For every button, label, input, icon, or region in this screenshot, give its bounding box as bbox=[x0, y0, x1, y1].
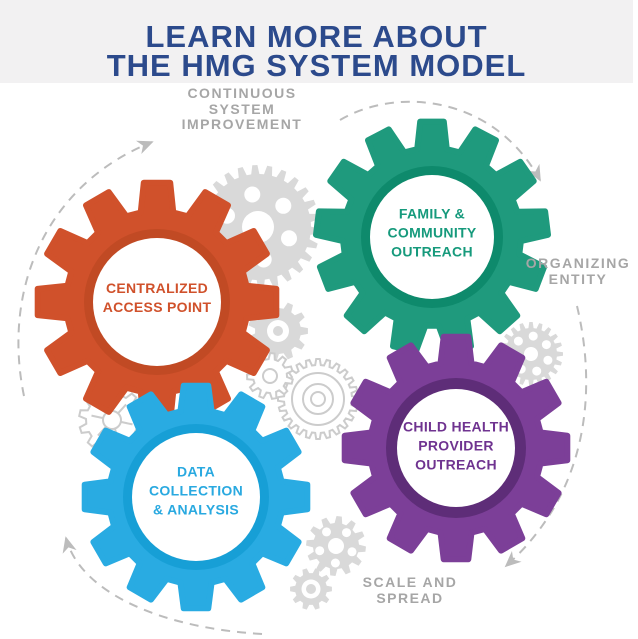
gear-label-line: CENTRALIZED bbox=[105, 280, 209, 296]
label-line: SYSTEM bbox=[208, 100, 276, 117]
gear-label-child-health-provider-outreach: CHILD HEALTH PROVIDER OUTREACH bbox=[376, 418, 536, 475]
title-line-2: THE HMG SYSTEM MODEL bbox=[106, 48, 527, 83]
gear-data-collection-analysis bbox=[81, 382, 311, 612]
gear-icon bbox=[306, 516, 366, 576]
title-banner: LEARN MORE ABOUT THE HMG SYSTEM MODEL bbox=[0, 0, 633, 83]
gear-label-centralized-access-point: CENTRALIZED ACCESS POINT bbox=[77, 279, 237, 317]
gear-label-line: FAMILY & bbox=[398, 205, 466, 222]
label-organizing-entity: ORGANIZING ENTITY bbox=[517, 255, 638, 287]
title-line-1: LEARN MORE ABOUT bbox=[145, 19, 488, 54]
gear-centralized-access-point bbox=[34, 179, 280, 425]
gear-child-health-provider-outreach bbox=[341, 333, 571, 563]
gear-label-line: COMMUNITY bbox=[387, 224, 477, 241]
gear-label-line: PROVIDER bbox=[418, 437, 494, 454]
cycle-arrows bbox=[17, 100, 588, 635]
label-line: ENTITY bbox=[548, 270, 608, 287]
gear-label-line: & ANALYSIS bbox=[153, 501, 239, 518]
cycle-arrow bbox=[62, 536, 263, 635]
gear-label-line: ACCESS POINT bbox=[102, 299, 212, 315]
label-line: IMPROVEMENT bbox=[181, 116, 303, 132]
gear-label-line: COLLECTION bbox=[149, 482, 243, 499]
gear-label-data-collection-analysis: DATA COLLECTION & ANALYSIS bbox=[116, 463, 276, 520]
label-line: SCALE AND bbox=[362, 574, 458, 590]
label-line: ORGANIZING bbox=[525, 255, 631, 271]
gear-label-line: CHILD HEALTH bbox=[403, 418, 509, 435]
label-continuous-system-improvement: CONTINUOUS SYSTEM IMPROVEMENT bbox=[162, 85, 322, 133]
cycle-arrow bbox=[504, 305, 588, 568]
gear-family-community-outreach bbox=[313, 118, 551, 355]
gear-icon bbox=[277, 358, 359, 440]
label-scale-and-spread: SCALE AND SPREAD bbox=[350, 574, 470, 606]
gear-icon bbox=[290, 568, 332, 610]
gear-label-family-community-outreach: FAMILY & COMMUNITY OUTREACH bbox=[352, 205, 512, 262]
gear-label-line: OUTREACH bbox=[391, 243, 473, 260]
cycle-arrow bbox=[339, 100, 541, 182]
gear-label-line: OUTREACH bbox=[415, 456, 497, 473]
gear-label-line: DATA bbox=[176, 463, 215, 480]
label-line: SPREAD bbox=[376, 589, 444, 606]
label-line: CONTINUOUS bbox=[187, 85, 297, 101]
